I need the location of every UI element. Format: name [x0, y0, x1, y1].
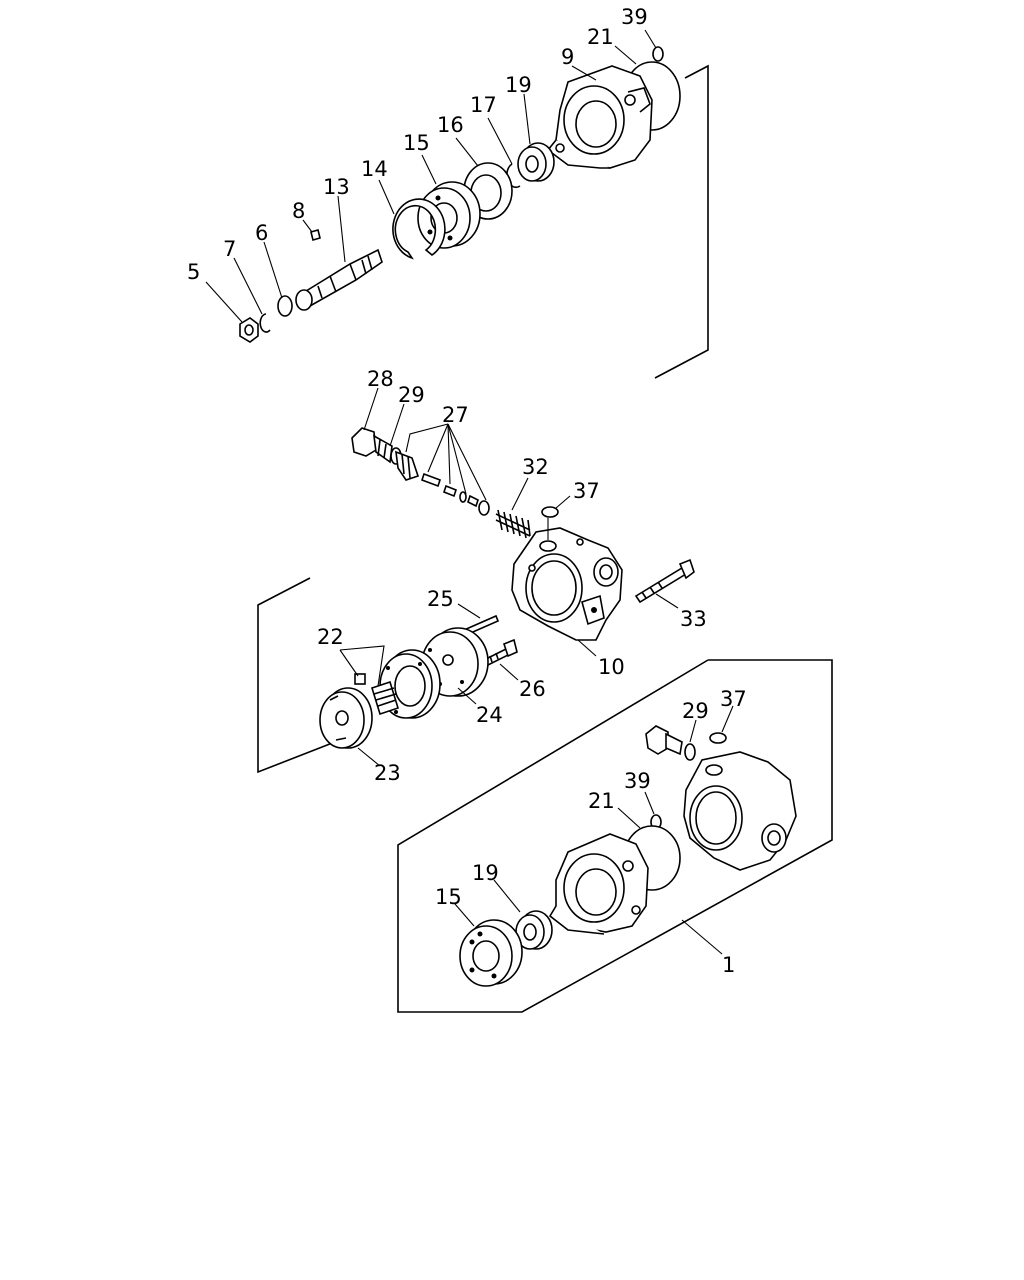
cam-ring	[379, 649, 441, 719]
callout-6: 6	[255, 221, 268, 245]
nut-part-5	[239, 317, 259, 343]
end-plate-part-23	[319, 687, 373, 749]
callout-27: 27	[442, 403, 469, 427]
callout-10: 10	[598, 655, 625, 679]
callout-7: 7	[223, 237, 236, 261]
callout-28: 28	[367, 367, 394, 391]
spring-part-32	[495, 509, 531, 539]
front-housing-part-9	[546, 65, 653, 169]
pump-body-assembly	[683, 751, 797, 871]
assembly-frame	[397, 659, 833, 1013]
front-housing-assembly	[548, 833, 649, 935]
upper-leader-lines	[205, 29, 657, 323]
callout-16: 16	[437, 113, 464, 137]
key-part-8	[310, 229, 321, 241]
callout-17: 17	[470, 93, 497, 117]
drive-shaft-part-13	[295, 248, 383, 311]
callout-32: 32	[522, 455, 549, 479]
callout-9: 9	[561, 45, 574, 69]
plug-part-29-assembly	[645, 725, 683, 756]
middle-group-bracket	[257, 577, 341, 774]
callout-37-middle: 37	[573, 479, 600, 503]
callout-39-assembly: 39	[624, 769, 651, 793]
middle-leader-lines	[339, 387, 679, 767]
snap-ring-part-14	[392, 198, 446, 260]
o-ring-part-29-assembly	[684, 743, 696, 761]
side-plate-part-24	[421, 627, 489, 697]
relief-valve-set-part-27	[395, 450, 490, 516]
lock-washer-part-7	[259, 313, 271, 333]
plug-part-28	[351, 427, 393, 464]
callout-5: 5	[187, 260, 200, 284]
bearing-part-15-assembly	[459, 919, 523, 987]
callout-21-upper: 21	[587, 25, 614, 49]
bearing-part-15-upper	[417, 181, 481, 249]
callout-37-assembly: 37	[720, 687, 747, 711]
callout-23: 23	[374, 761, 401, 785]
callout-24: 24	[476, 703, 503, 727]
callout-8: 8	[292, 199, 305, 223]
callout-26: 26	[519, 677, 546, 701]
o-ring-part-39-upper	[652, 46, 664, 62]
o-ring-part-37-middle	[541, 506, 559, 518]
rotor-part-22	[354, 673, 399, 716]
callout-13: 13	[323, 175, 350, 199]
callout-21-assembly: 21	[588, 789, 615, 813]
callout-29-middle: 29	[398, 383, 425, 407]
callout-15-assembly: 15	[435, 885, 462, 909]
callout-29-assembly: 29	[682, 699, 709, 723]
callout-19-upper: 19	[505, 73, 532, 97]
upper-group-bracket	[654, 64, 709, 379]
bearing-part-19-upper	[517, 142, 555, 182]
callout-15-upper: 15	[403, 131, 430, 155]
bearing-part-19-assembly	[515, 910, 553, 950]
bolt-part-26	[483, 638, 518, 668]
callout-33: 33	[680, 607, 707, 631]
callout-22: 22	[317, 625, 344, 649]
bolt-part-33	[634, 558, 695, 604]
callout-14: 14	[361, 157, 388, 181]
callout-39-upper: 39	[621, 5, 648, 29]
callout-19-assembly: 19	[472, 861, 499, 885]
assembly-leader-lines	[454, 705, 734, 955]
pump-body-part-10	[511, 527, 623, 641]
callout-1: 1	[722, 953, 735, 977]
o-ring-part-37-assembly	[709, 732, 727, 744]
callout-25: 25	[427, 587, 454, 611]
washer-part-6	[277, 295, 293, 317]
